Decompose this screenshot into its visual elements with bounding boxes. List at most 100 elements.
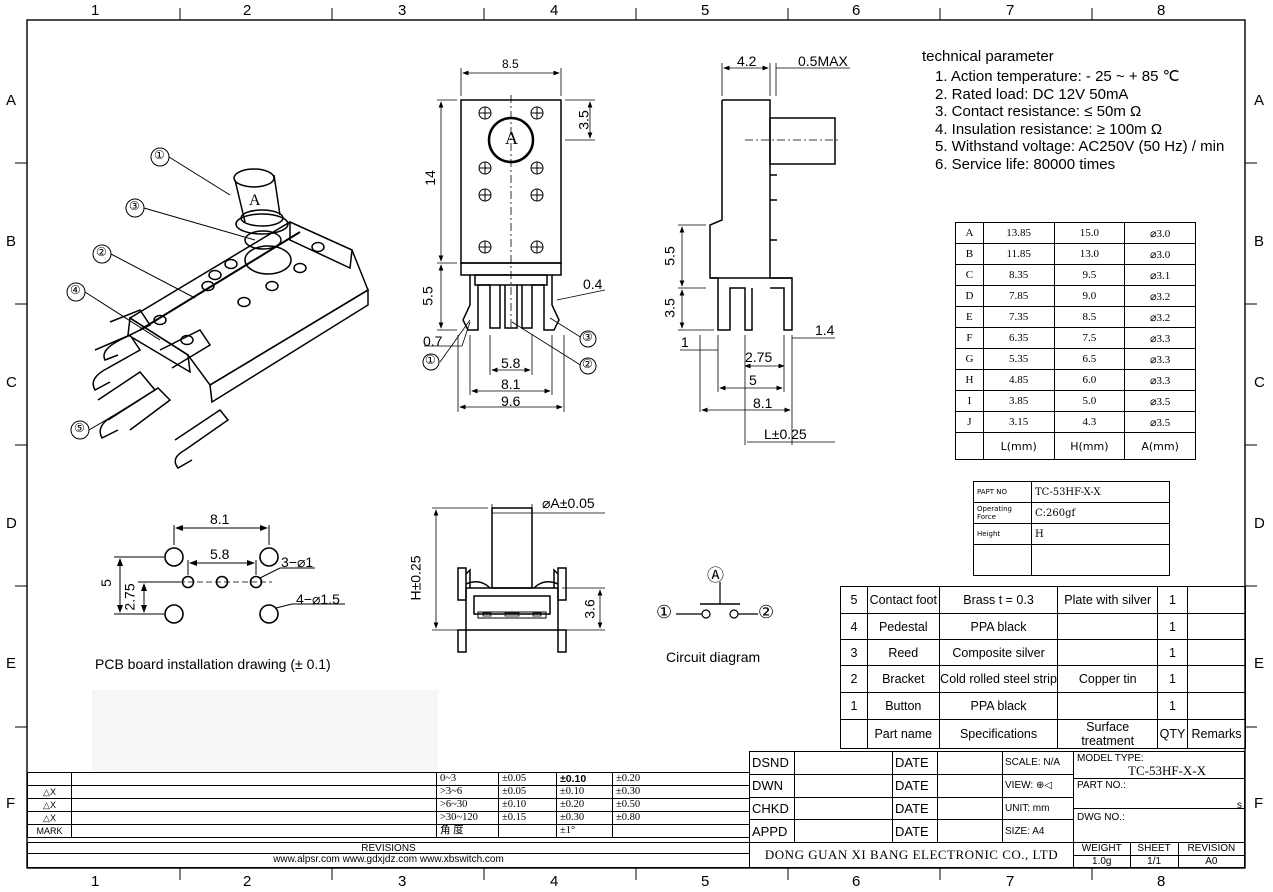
bom-cell: 4 (840, 613, 868, 640)
bom-cell: Button (866, 692, 940, 720)
technical-parameter-list: 1. Action temperature: - 25 ~ + 85 ℃ 2. … (935, 68, 1224, 174)
bom-cell: Cold rolled steel strip (938, 665, 1059, 693)
dim-side-height: 5.5 (661, 246, 678, 266)
title-block-identifiers: MODEL TYPE: TC-53HF-X-X PART NO.: s DWG … (1073, 751, 1245, 843)
role-label: DWN (749, 773, 795, 798)
zone-col-8-bottom: 8 (1157, 873, 1166, 890)
tech-param-item: 4. Insulation resistance: ≥ 100m Ω (935, 120, 1163, 138)
bom-cell: 1 (1157, 692, 1189, 720)
dim-front-outer-span: 9.6 (501, 393, 521, 409)
bom-header-cell: Surface treatment (1057, 719, 1159, 749)
part-info-label (973, 544, 1032, 576)
tolerance-cell: ±0.05 (498, 772, 557, 786)
dim-pcb-row: 2.75 (121, 583, 138, 611)
date-label: DATE (892, 751, 938, 775)
model-type-label: MODEL TYPE: (1077, 753, 1144, 764)
signature-field (794, 796, 893, 821)
zone-col-7-bottom: 7 (1006, 873, 1015, 890)
tolerance-cell: △X (27, 811, 72, 825)
revision-value: A0 (1177, 854, 1246, 868)
bom-cell: 1 (1157, 639, 1189, 666)
bom-cell: Reed (866, 639, 940, 666)
lha-cell: C (955, 264, 984, 286)
sheet-value: 1/1 (1129, 854, 1179, 868)
tolerance-cell: >6~30 (436, 798, 499, 812)
role-label: APPD (749, 819, 795, 843)
tolerance-cell (71, 811, 437, 825)
lha-cell: 13.85 (982, 222, 1055, 244)
zone-row-b: B (6, 233, 17, 250)
lha-cell: ⌀3.5 (1124, 390, 1196, 412)
technical-parameter-title: technical parameter (922, 48, 1054, 65)
part-info-label: PAPT NO (973, 481, 1032, 503)
websites: www.alpsr.com www.gdxjdz.com www.xbswitc… (27, 854, 750, 868)
button-letter: A (249, 192, 261, 209)
lha-cell: A (955, 222, 984, 244)
revisions-label: REVISIONS (27, 842, 750, 854)
dim-height-tolerance: H±0.25 (407, 555, 424, 601)
lha-cell: J (955, 411, 984, 433)
lha-cell: 11.85 (982, 243, 1055, 265)
bom-header-cell: Specifications (938, 719, 1059, 749)
dim-pcb-height: 5 (97, 579, 114, 587)
bom-cell (1057, 639, 1159, 666)
bom-cell: Brass t = 0.3 (938, 586, 1059, 614)
signature-field (794, 773, 893, 798)
bom-cell: 1 (840, 692, 868, 720)
table-row (973, 544, 1170, 576)
dim-side-total: 8.1 (753, 395, 773, 411)
tolerance-cell: ±0.15 (498, 811, 557, 825)
bom-cell (1187, 639, 1246, 666)
lha-header-cell: A(mm) (1124, 432, 1196, 460)
callout-2: ② (96, 245, 107, 259)
lha-header-cell: L(mm) (982, 432, 1055, 460)
circuit-caption: Circuit diagram (666, 649, 761, 665)
circuit-terminal-1: ① (656, 602, 673, 623)
lha-cell: ⌀3.3 (1124, 369, 1196, 391)
dim-front-middle-span: 8.1 (501, 376, 521, 392)
zone-row-c-right: C (1254, 374, 1265, 391)
tolerance-cell: △X (27, 798, 72, 812)
lha-cell: 4.3 (1053, 411, 1126, 433)
lha-cell: 3.85 (982, 390, 1055, 412)
bom-cell: Contact foot (866, 586, 940, 614)
size-label: SIZE: A4 (1002, 819, 1074, 843)
tolerance-cell: ±0.30 (612, 785, 750, 799)
date-field (937, 751, 1003, 775)
bom-header-cell: Part name (866, 719, 940, 749)
lha-cell: 7.5 (1053, 327, 1126, 349)
bom-cell (1057, 692, 1159, 720)
model-type-value: TC-53HF-X-X (1128, 763, 1206, 778)
sheet-label: SHEET (1129, 842, 1179, 856)
lha-cell: 8.5 (1053, 306, 1126, 328)
bom-cell: 1 (1157, 586, 1189, 614)
lha-cell: 7.35 (982, 306, 1055, 328)
lha-cell: ⌀3.3 (1124, 327, 1196, 349)
tolerance-cell: MARK (27, 824, 72, 838)
revision-label: REVISION (1177, 842, 1246, 856)
tolerance-cell: ±0.10 (556, 772, 613, 786)
lha-cell: D (955, 285, 984, 307)
callout-1: ① (154, 148, 165, 162)
date-field (937, 796, 1003, 821)
lha-cell: 6.0 (1053, 369, 1126, 391)
lha-cell: 6.35 (982, 327, 1055, 349)
tolerance-cell (498, 824, 557, 838)
dim-pcb-large-holes: 4−⌀1.5 (296, 591, 340, 607)
isometric-view (92, 168, 369, 469)
zone-col-2: 2 (243, 2, 252, 19)
lha-header-cell: H(mm) (1053, 432, 1126, 460)
bom-cell: 2 (840, 665, 868, 693)
tolerance-cell (27, 772, 72, 786)
dim-side-span: 5 (749, 372, 757, 388)
bottom-dim-lines (432, 504, 605, 631)
